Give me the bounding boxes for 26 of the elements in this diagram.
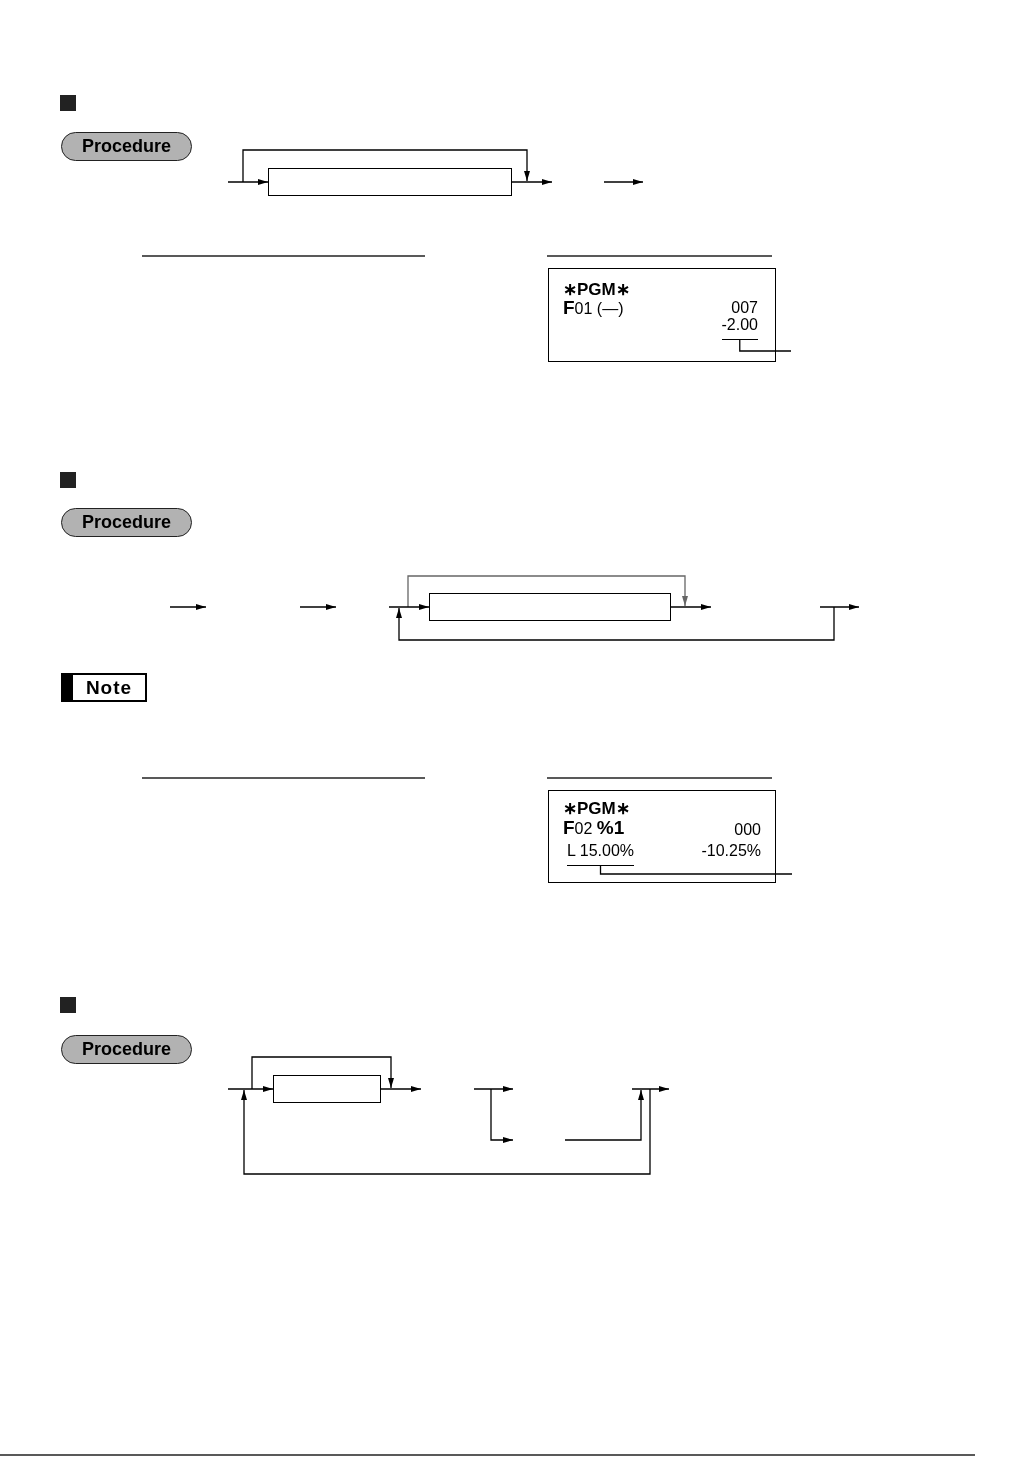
- leader-line: [599, 865, 793, 875]
- flow-arrow: [227, 179, 269, 185]
- display-text: F01 (—): [563, 299, 624, 318]
- process-box: [429, 593, 671, 621]
- procedure-tag: Procedure: [61, 132, 192, 161]
- process-box: [273, 1075, 381, 1103]
- procedure-tag: Procedure: [61, 508, 192, 537]
- display-panel: [548, 268, 776, 362]
- flow-arrow: [511, 179, 553, 185]
- display-text: -10.25%: [701, 842, 761, 860]
- display-text: ∗PGM∗: [563, 281, 630, 299]
- display-text: ∗PGM∗: [563, 800, 630, 818]
- display-value: L 15.00%: [567, 842, 634, 866]
- display-value: -2.00: [721, 316, 758, 340]
- display-text: 007: [731, 299, 758, 317]
- flow-arrow: [388, 604, 430, 610]
- display-text: F02 %1: [563, 819, 625, 838]
- flow-arrow: [227, 1086, 274, 1092]
- leader-line: [739, 339, 792, 352]
- note-tag: Note: [61, 673, 147, 702]
- display-text: 000: [734, 821, 761, 839]
- procedure-tag: Procedure: [61, 1035, 192, 1064]
- process-box: [268, 168, 512, 196]
- flow-arrow: [670, 604, 712, 610]
- display-panel: [548, 790, 776, 883]
- flow-arrow: [380, 1086, 422, 1092]
